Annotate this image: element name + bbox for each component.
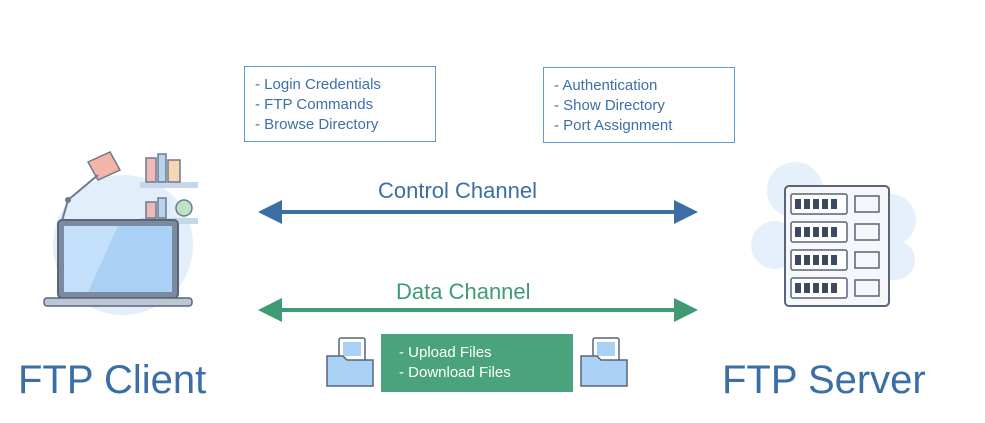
data-channel-arrow	[258, 298, 698, 322]
folder-icon-left	[326, 337, 374, 387]
data-note-2: - Download Files	[399, 364, 511, 381]
client-note-2: - FTP Commands	[255, 96, 374, 113]
client-note-3: - Browse Directory	[255, 116, 379, 133]
server-title: FTP Server	[722, 358, 926, 402]
server-notes-box: - Authentication - Show Directory - Port…	[543, 67, 735, 143]
folder-icon-right	[580, 337, 628, 387]
client-notes-box: - Login Credentials - FTP Commands - Bro…	[244, 66, 436, 142]
control-channel-arrow	[258, 200, 698, 224]
server-illustration	[751, 162, 916, 307]
server-rack-icon	[784, 185, 890, 307]
data-channel-label: Data Channel	[396, 279, 531, 304]
laptop-icon	[43, 219, 193, 307]
client-title: FTP Client	[18, 358, 207, 402]
data-notes-box: - Upload Files - Download Files	[381, 334, 573, 392]
server-note-2: - Show Directory	[554, 97, 665, 114]
client-note-1: - Login Credentials	[255, 76, 381, 93]
data-note-1: - Upload Files	[399, 344, 492, 361]
desk-lamp-icon	[59, 151, 122, 229]
laptop-illustration	[43, 151, 198, 315]
server-note-1: - Authentication	[554, 77, 658, 94]
server-note-3: - Port Assignment	[554, 117, 673, 134]
control-channel-label: Control Channel	[378, 178, 537, 203]
